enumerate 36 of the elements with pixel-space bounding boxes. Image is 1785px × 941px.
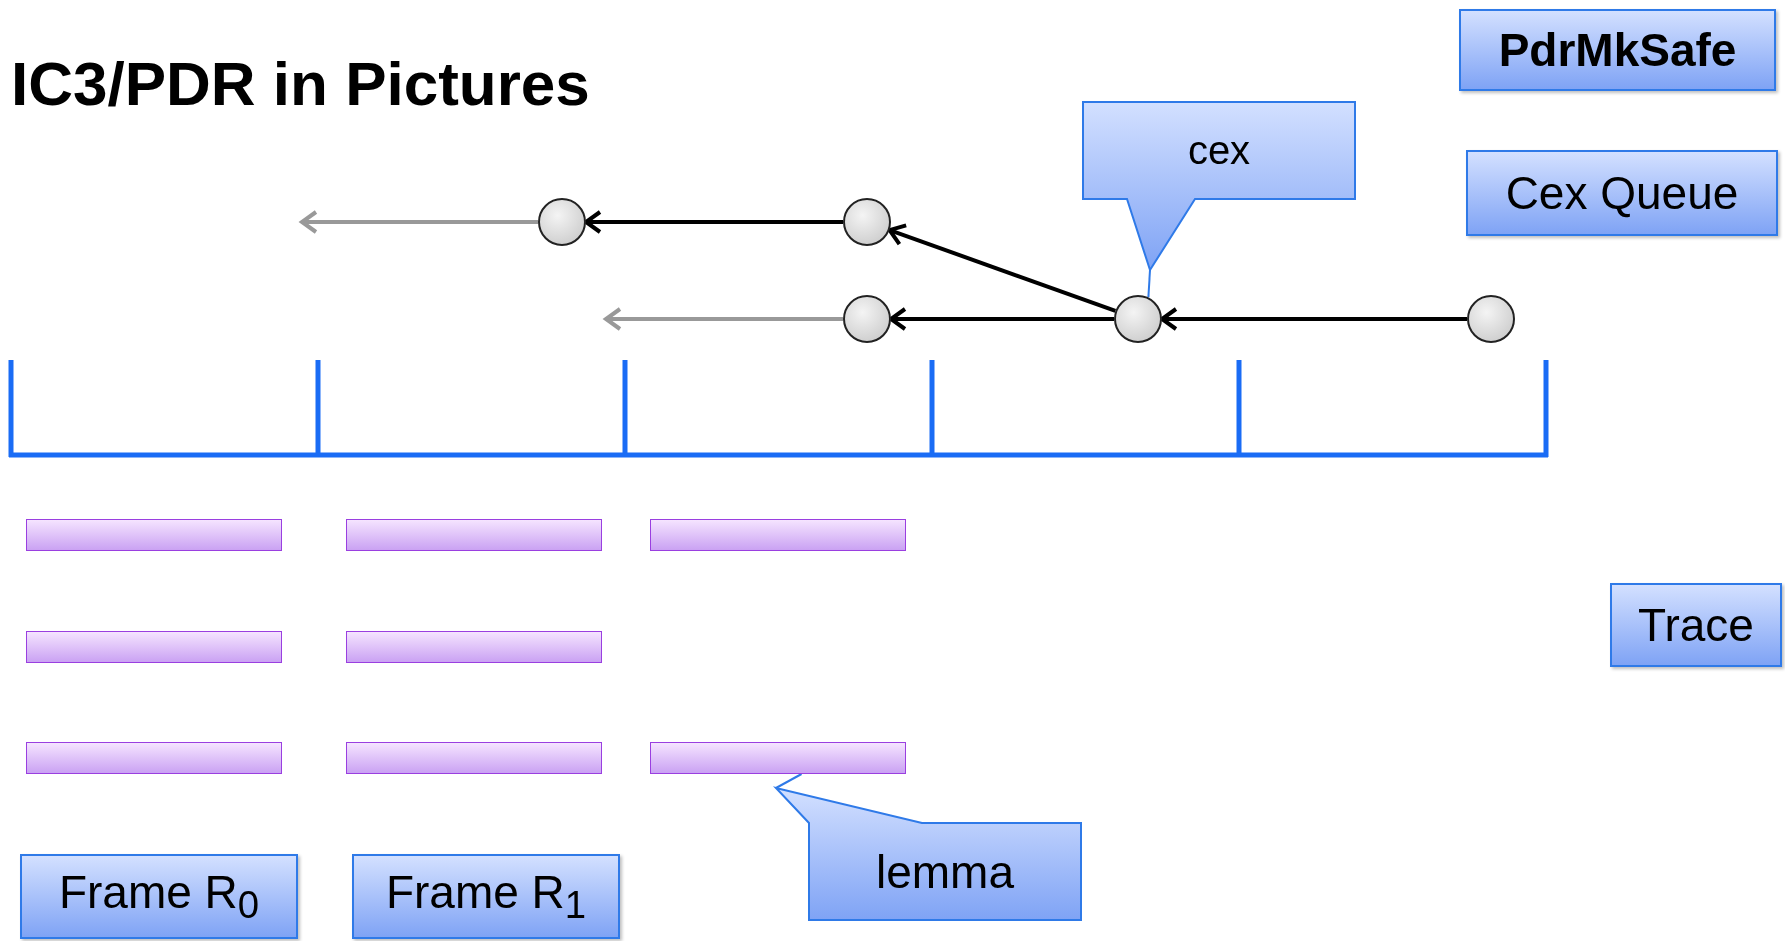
label-box [1459, 9, 1776, 91]
leader-line [775, 773, 803, 789]
arrow [604, 307, 843, 331]
state-circle [843, 295, 891, 343]
box-label: Frame R$_{1}$ [385, 865, 587, 928]
callout-box [776, 788, 1081, 920]
label-box [352, 854, 620, 939]
lemma-bar [26, 742, 282, 774]
leader-line [1147, 269, 1151, 299]
label-box [20, 854, 298, 939]
callout-box [1083, 102, 1355, 270]
lemma-bar [26, 519, 282, 551]
label-box [1610, 583, 1782, 667]
arrow [584, 210, 843, 234]
state-circle [1114, 295, 1162, 343]
box-label: Frame R$_{0}$ [58, 865, 260, 928]
arrow [300, 210, 538, 234]
lemma-bar [650, 519, 906, 551]
box-label: Trace [1638, 598, 1754, 652]
box-label: cex [1187, 128, 1251, 173]
lemma-bar [346, 519, 602, 551]
box-label: lemma [876, 844, 1014, 899]
box-label: PdrMkSafe [1498, 23, 1737, 77]
state-circle [843, 198, 891, 246]
lemma-bar [26, 631, 282, 663]
state-circle [1467, 295, 1515, 343]
state-circle [538, 198, 586, 246]
box-label: Cex Queue [1505, 166, 1739, 220]
label-box [1466, 150, 1778, 236]
lemma-bar [650, 742, 906, 774]
lemma-bar [346, 742, 602, 774]
lemma-bar [346, 631, 602, 663]
arrow [1160, 307, 1467, 331]
title: IC3/PDR in Pictures [11, 48, 590, 119]
arrow [887, 223, 1117, 313]
arrow [889, 307, 1114, 331]
